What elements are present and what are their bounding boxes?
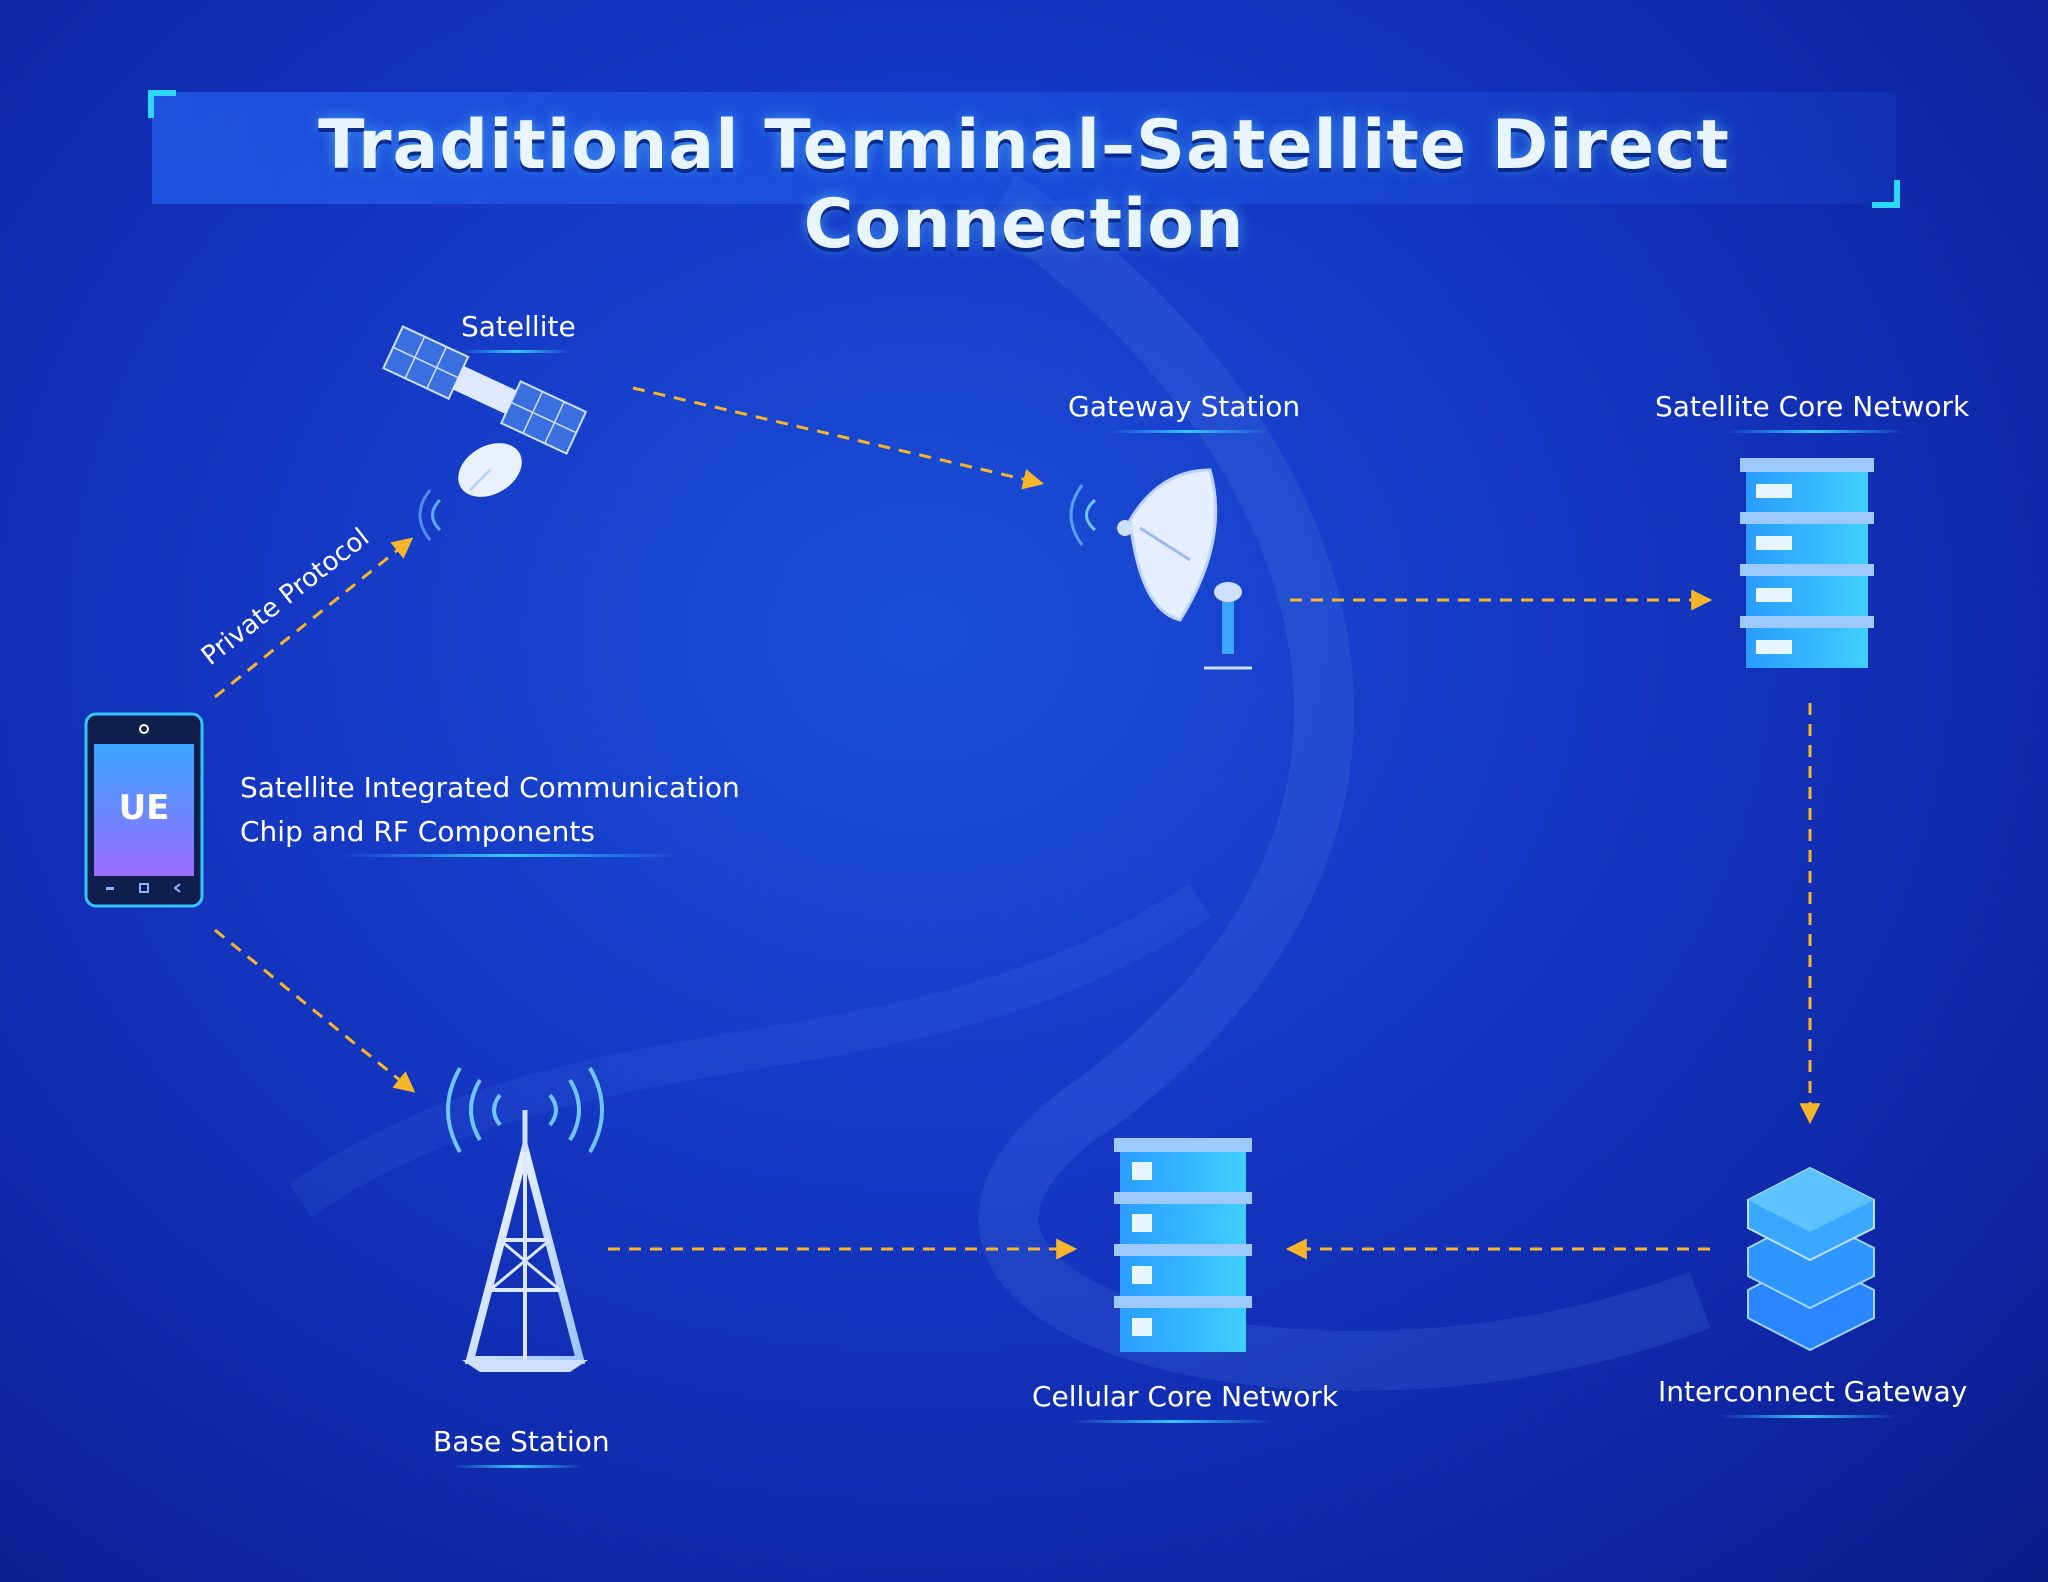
ue-label: UE <box>118 788 170 828</box>
cellular-core-network-label: Cellular Core Network <box>1032 1380 1339 1423</box>
ue-description-line2: Chip and RF Components <box>240 815 595 848</box>
satellite-dish-icon <box>1069 468 1252 670</box>
satellite-icon <box>382 325 588 541</box>
gateway-stack-icon <box>1747 1166 1875 1352</box>
phone-icon <box>84 712 204 908</box>
connection-arrows <box>214 386 1821 1260</box>
base-station-label: Base Station <box>433 1425 610 1468</box>
cell-tower-icon <box>446 1067 604 1372</box>
gateway-station-label-text: Gateway Station <box>1068 390 1301 423</box>
satellite-label: Satellite <box>461 310 576 353</box>
satellite-label-text: Satellite <box>461 310 576 343</box>
cellular-core-network-label-text: Cellular Core Network <box>1032 1380 1339 1413</box>
interconnect-gateway-label: Interconnect Gateway <box>1658 1375 1968 1418</box>
arrow-satellite-to-gateway <box>632 386 1045 490</box>
title-banner <box>152 92 1896 204</box>
satellite-core-network-label-text: Satellite Core Network <box>1655 390 1970 423</box>
title-corner-decoration <box>148 90 176 118</box>
server-rack-icon <box>1740 458 1874 668</box>
server-rack-icon <box>1114 1138 1252 1352</box>
diagram-title: Traditional Terminal–Satellite Direct Co… <box>318 106 1730 264</box>
gateway-station-label: Gateway Station <box>1068 390 1301 433</box>
interconnect-gateway-label-text: Interconnect Gateway <box>1658 1375 1968 1408</box>
arrow-ue-to-base-station <box>214 928 416 1093</box>
title-corner-decoration <box>1872 180 1900 208</box>
ue-description: Satellite Integrated Communication Chip … <box>240 766 740 857</box>
satellite-core-network-label: Satellite Core Network <box>1655 390 1970 433</box>
base-station-label-text: Base Station <box>433 1425 610 1458</box>
ue-description-line1: Satellite Integrated Communication <box>240 771 740 804</box>
